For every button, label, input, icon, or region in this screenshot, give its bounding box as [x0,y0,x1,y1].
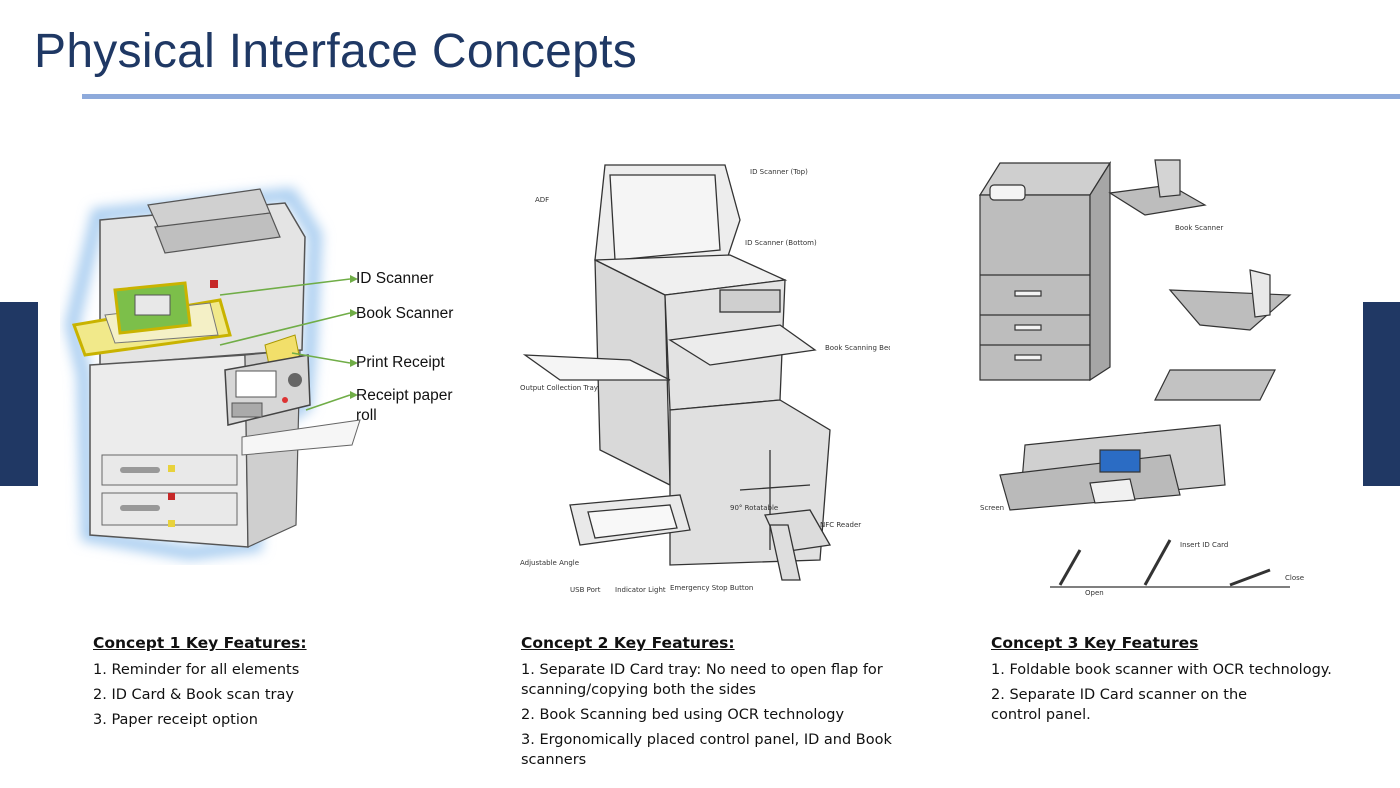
concept2-feature-1: 1. Separate ID Card tray: No need to ope… [521,662,883,698]
concept3-feature-2: 2. Separate ID Card scanner on the contr… [991,687,1248,723]
concept3-heading: Concept 3 Key Features [991,634,1199,652]
right-accent-bar [1363,302,1400,486]
svg-text:ADF: ADF [535,196,549,204]
svg-text:Close: Close [1285,574,1304,582]
svg-text:Emergency Stop Button: Emergency Stop Button [670,584,753,592]
svg-text:Insert ID Card: Insert ID Card [1180,541,1228,549]
concept2-feature-3: 3. Ergonomically placed control panel, I… [521,732,892,768]
svg-text:NFC Reader: NFC Reader [820,521,861,529]
concept1-feature-1: 1. Reminder for all elements [93,662,300,678]
concept1-heading: Concept 1 Key Features: [93,634,307,652]
callout-receipt-paper-roll: Receipt paper roll [356,387,453,424]
callout-id-scanner: ID Scanner [356,270,434,287]
svg-text:USB Port: USB Port [570,586,601,594]
concept1-feature-3: 3. Paper receipt option [93,712,258,728]
svg-text:Indicator Light: Indicator Light [615,586,666,594]
callout-print-receipt: Print Receipt [356,354,445,371]
concept2-features: Concept 2 Key Features: 1. Separate ID C… [521,634,901,775]
concept1-features: Concept 1 Key Features: 1. Reminder for … [93,634,393,735]
concept3-foldable-sketch: Book Scanner Screen Insert ID Card Close… [978,159,1304,597]
concept2-feature-2: 2. Book Scanning bed using OCR technolog… [521,707,845,723]
left-accent-bar [0,302,38,486]
slide-title: Physical Interface Concepts [34,25,638,78]
concept1-printer-sketch [64,187,361,561]
svg-text:Adjustable Angle: Adjustable Angle [520,559,579,567]
svg-text:Book Scanner: Book Scanner [1175,224,1223,232]
concept1-feature-2: 2. ID Card & Book scan tray [93,687,294,703]
concept3-features: Concept 3 Key Features 1. Foldable book … [991,634,1351,730]
svg-text:Open: Open [1085,589,1104,597]
svg-text:ID Scanner (Top): ID Scanner (Top) [750,168,808,176]
title-underline [82,94,1400,99]
callout-book-scanner: Book Scanner [356,305,454,322]
svg-text:Output Collection Tray: Output Collection Tray [520,384,598,392]
concept3-feature-1: 1. Foldable book scanner with OCR techno… [991,662,1332,678]
svg-text:Book Scanning Bed: Book Scanning Bed [825,344,890,352]
svg-text:90° Rotatable: 90° Rotatable [730,504,778,512]
concept2-heading: Concept 2 Key Features: [521,634,735,652]
svg-text:Screen: Screen [980,504,1004,512]
concept2-scanner-sketch: ADF ID Scanner (Top) ID Scanner (Bottom)… [520,164,890,594]
svg-text:ID Scanner (Bottom): ID Scanner (Bottom) [745,239,817,247]
